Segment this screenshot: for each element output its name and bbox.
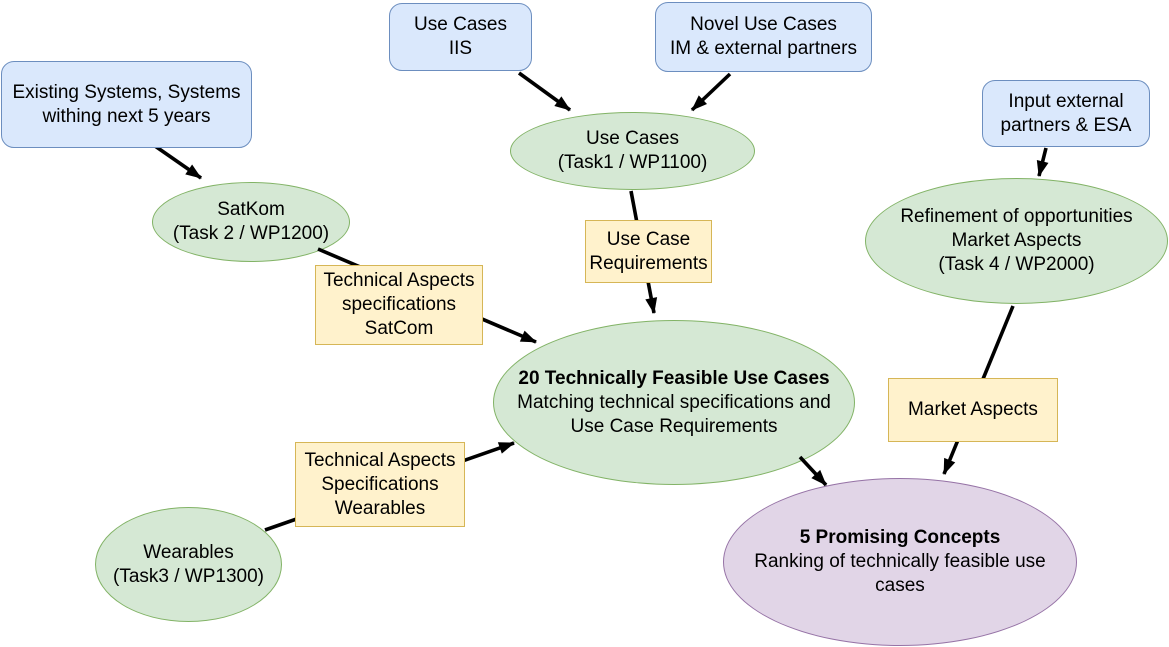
node-label: Input external <box>1008 90 1124 112</box>
node-label: Ranking of technically feasible use <box>754 551 1046 572</box>
node-use-case-requirements: Use Case Requirements <box>585 220 712 283</box>
node-label: (Task1 / WP1100) <box>557 152 708 173</box>
node-label: Use Case <box>606 228 691 250</box>
node-label: Requirements <box>589 252 708 274</box>
node-label: (Task 4 / WP2000) <box>938 254 1095 275</box>
node-label: specifications <box>341 294 457 315</box>
node-label: partners & ESA <box>1000 114 1132 136</box>
arrow-feasible-to-promising <box>798 455 828 487</box>
node-label: cases <box>875 575 925 596</box>
node-label: Wearables <box>143 541 234 563</box>
node-use-cases-iis: Use Cases IIS <box>389 3 532 71</box>
node-label: Novel Use Cases <box>690 14 837 35</box>
node-label: Technical Aspects <box>323 270 475 291</box>
node-label: (Task3 / WP1300) <box>113 565 264 587</box>
arrow-input-external-to-refinement <box>1036 147 1049 177</box>
node-label: Existing Systems, Systems <box>12 81 241 103</box>
node-5-promising-concepts: 5 Promising Concepts Ranking of technica… <box>723 478 1077 646</box>
arrow-existing-systems-to-satkom <box>153 144 203 180</box>
node-tech-aspects-satcom: Technical Aspects specifications SatCom <box>315 265 483 345</box>
node-label: Technical Aspects <box>304 449 456 471</box>
node-label: Use Cases <box>414 14 507 35</box>
node-label: Matching technical specifications and <box>517 391 831 413</box>
node-label: 20 Technically Feasible Use Cases <box>518 367 830 389</box>
node-label: (Task 2 / WP1200) <box>172 223 330 244</box>
node-label: SatKom <box>217 199 285 220</box>
node-label: Market Aspects <box>951 230 1082 251</box>
node-label: IM & external partners <box>670 38 857 59</box>
node-label: Market Aspects <box>908 399 1038 420</box>
node-satkom: SatKom (Task 2 / WP1200) <box>152 182 350 262</box>
node-novel-use-cases: Novel Use Cases IM & external partners <box>655 2 872 72</box>
node-existing-systems: Existing Systems, Systems withing next 5… <box>1 61 252 148</box>
node-refinement-market-aspects: Refinement of opportunities Market Aspec… <box>865 178 1168 304</box>
node-20-feasible-use-cases: 20 Technically Feasible Use Cases Matchi… <box>493 320 855 485</box>
node-label: Refinement of opportunities <box>900 206 1133 227</box>
arrow-novel-use-cases-to-use-cases-task1 <box>690 72 732 112</box>
node-label: withing next 5 years <box>42 105 211 127</box>
node-label: IIS <box>448 38 473 59</box>
node-label: Specifications <box>321 473 439 495</box>
node-label: Wearables <box>334 497 426 519</box>
node-input-external-partners: Input external partners & ESA <box>982 80 1150 147</box>
node-market-aspects: Market Aspects <box>888 378 1058 442</box>
arrow-use-cases-iis-to-use-cases-task1 <box>517 71 572 112</box>
node-label: Use Case Requirements <box>570 415 778 437</box>
node-label: SatCom <box>364 318 434 339</box>
node-tech-aspects-wearables: Technical Aspects Specifications Wearabl… <box>295 442 465 527</box>
node-label: 5 Promising Concepts <box>799 527 1001 548</box>
node-use-cases-task1: Use Cases (Task1 / WP1100) <box>510 112 755 190</box>
node-wearables: Wearables (Task3 / WP1300) <box>95 507 282 622</box>
node-label: Use Cases <box>586 128 679 149</box>
